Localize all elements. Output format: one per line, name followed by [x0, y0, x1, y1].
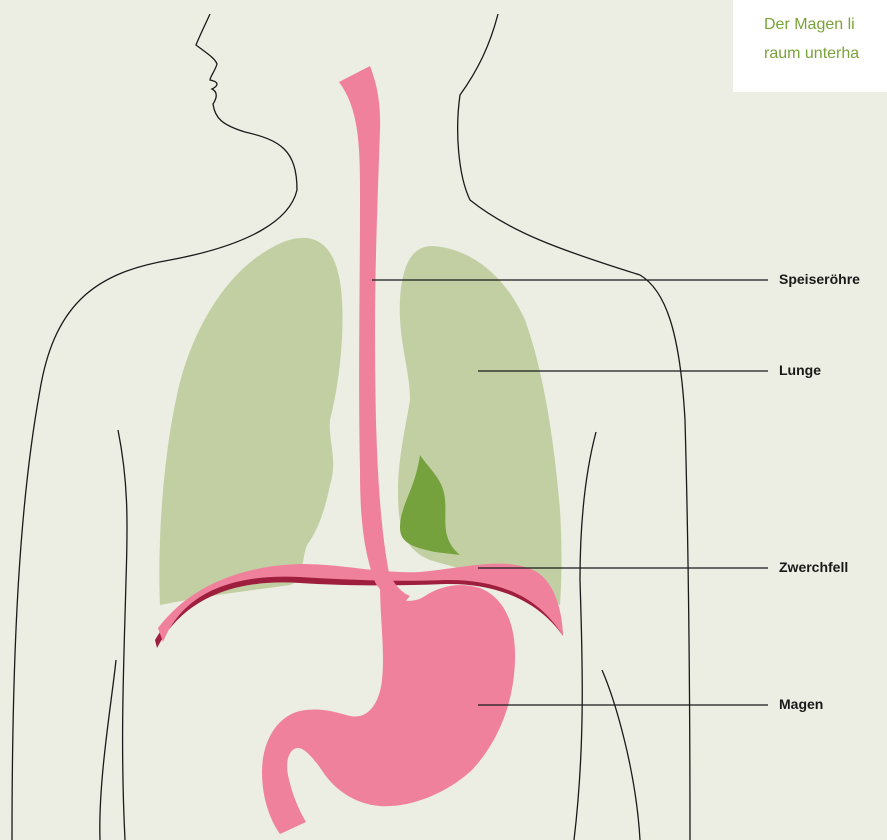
caption-box: Der Magen li raum unterha — [733, 0, 887, 92]
label-zwerchfell: Zwerchfell — [779, 559, 848, 575]
caption-line-1: Der Magen li — [764, 10, 887, 39]
caption-text: Der Magen li raum unterha — [764, 10, 887, 68]
stomach-shape — [262, 582, 515, 834]
right-arm-line-2 — [602, 670, 640, 840]
right-lung — [398, 246, 562, 605]
body-outline — [12, 14, 690, 840]
right-arm-line — [574, 432, 596, 840]
caption-line-2: raum unterha — [764, 39, 887, 68]
face-profile — [196, 14, 297, 190]
left-lung — [159, 238, 342, 605]
left-arm-line-2 — [100, 660, 116, 840]
left-arm-line — [118, 430, 127, 840]
esophagus-shape — [339, 66, 410, 604]
label-magen: Magen — [779, 696, 823, 712]
label-lunge: Lunge — [779, 362, 821, 378]
label-speiseroehre: Speiseröhre — [779, 271, 860, 287]
